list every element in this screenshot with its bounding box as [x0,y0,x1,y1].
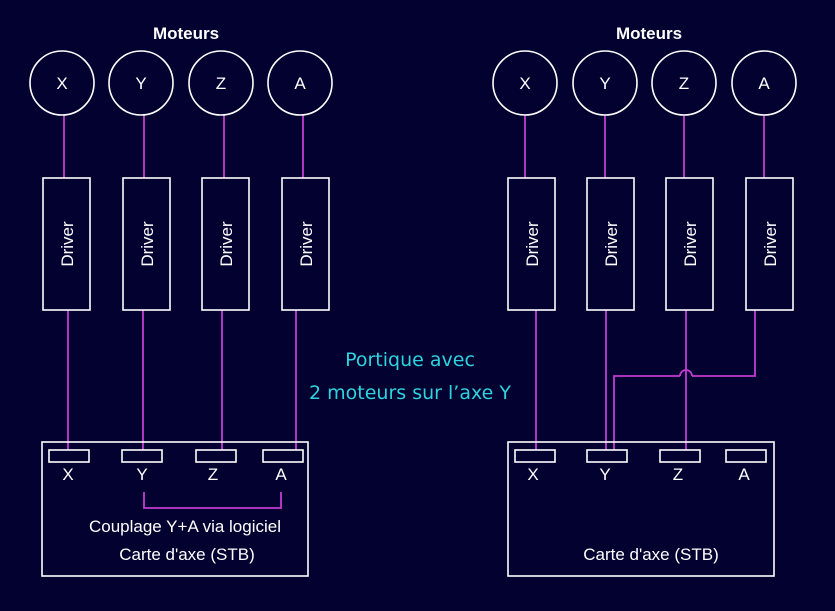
left-driver-y-label: Driver [138,221,157,267]
right-motor-a [731,50,797,116]
right-motor-y [572,50,638,116]
right-port-z-label: Z [673,465,683,484]
right-motor-z [651,50,717,116]
left-motor-y [108,50,174,116]
left-driver-z-label: Driver [217,221,236,267]
left-motors-title: Moteurs [153,24,219,43]
left-port-x [48,449,90,463]
right-motor-x [492,50,558,116]
left-axis-board [41,441,309,577]
left-motor-z [188,50,254,116]
left-motor-z-label: Z [216,74,226,93]
right-port-y-label: Y [599,465,610,484]
left-port-a [262,449,304,463]
left-board-label: Carte d'axe (STB) [119,545,255,564]
right-port-x-label: X [527,465,538,484]
right-port-a-label: A [738,465,750,484]
right-wire-crossover-hop [679,369,693,377]
right-port-y [586,449,628,463]
center-caption-line2: 2 moteurs sur l’axe Y [309,382,511,404]
left-driver-a [281,177,330,311]
left-coupling-bracket [143,492,282,509]
right-driver-a [745,177,794,311]
right-motor-a-label: A [758,74,770,93]
right-driver-y [586,177,635,311]
right-board-label: Carte d'axe (STB) [583,545,719,564]
left-port-y-label: Y [136,465,147,484]
right-port-a [725,449,767,463]
left-port-a-label: A [275,465,287,484]
left-motor-a [267,50,333,116]
right-motor-x-label: X [519,74,530,93]
center-caption-line1: Portique avec [345,349,475,371]
right-system: Moteurs X Y Z A Driver Driver Driver Dri… [492,24,797,577]
right-wire-driver-a-to-y [613,310,756,450]
right-motor-z-label: Z [679,74,689,93]
left-port-x-label: X [62,465,73,484]
right-driver-z-label: Driver [681,221,700,267]
right-driver-y-label: Driver [602,221,621,267]
left-port-z-label: Z [208,465,218,484]
center-caption: Portique avec 2 moteurs sur l’axe Y [309,349,511,404]
right-motors-title: Moteurs [616,24,682,43]
left-system: Moteurs X Y Z A Driver Driver Driver Dri… [29,24,333,577]
left-driver-y [122,177,171,311]
right-driver-z [665,177,714,311]
left-driver-x [42,177,91,311]
right-port-x [514,449,556,463]
left-coupling-label: Couplage Y+A via logiciel [89,517,281,536]
right-port-z [659,449,701,463]
left-driver-a-label: Driver [297,221,316,267]
right-driver-a-label: Driver [761,221,780,267]
left-driver-x-label: Driver [58,221,77,267]
left-motor-x-label: X [56,74,67,93]
left-motor-a-label: A [294,74,306,93]
left-port-z [195,449,237,463]
left-driver-z [201,177,250,311]
left-port-y [121,449,163,463]
left-motor-y-label: Y [135,74,146,93]
right-driver-x-label: Driver [523,221,542,267]
right-driver-x [507,177,556,311]
right-motor-y-label: Y [599,74,610,93]
right-axis-board [507,441,775,577]
left-motor-x [29,50,95,116]
